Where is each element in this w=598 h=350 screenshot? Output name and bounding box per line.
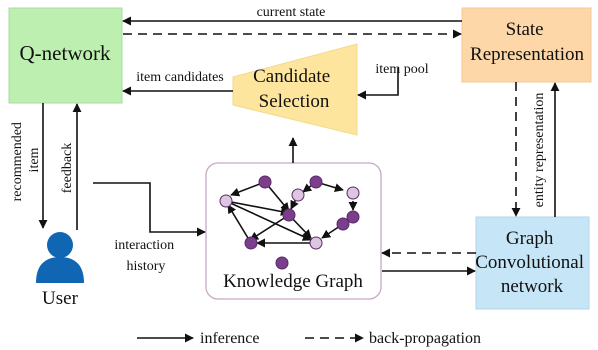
- interaction-history-arrow: [93, 182, 206, 237]
- kg-node: [258, 175, 272, 189]
- interaction-history-label: interaction history: [114, 238, 177, 274]
- q-network-box: [8, 7, 123, 104]
- state-representation-label: State Representation: [470, 19, 584, 65]
- feedback-label: feedback: [60, 143, 75, 194]
- kg-node: [291, 188, 305, 202]
- gcn-label: Graph Convolutional network: [475, 228, 588, 297]
- kg-node: [244, 236, 258, 250]
- user-label: User: [42, 288, 79, 309]
- candidate-selection-trapezoid: [232, 43, 358, 136]
- kg-node: [275, 256, 289, 270]
- kg-node: [282, 208, 296, 222]
- item-pool-arrow: [357, 68, 399, 100]
- kg-node: [219, 194, 233, 208]
- kg-node: [346, 186, 360, 200]
- legend-backprop-label: back-propagation: [369, 330, 481, 347]
- legend: inference back-propagation: [137, 330, 481, 347]
- kg-node: [336, 217, 350, 231]
- knowledge-graph-nodes: [219, 175, 360, 270]
- kg-node: [309, 236, 323, 250]
- knowledge-graph-label: Knowledge Graph: [223, 271, 363, 292]
- recommended-item-label: recommended item: [10, 119, 42, 202]
- item-pool-label: item pool: [375, 62, 428, 77]
- q-network-label: Q-network: [20, 41, 111, 65]
- state-representation-box: [461, 7, 592, 83]
- user-silhouette-icon: [36, 232, 84, 283]
- kg-node: [309, 175, 323, 189]
- item-candidates-label: item candidates: [136, 70, 223, 85]
- entity-representation-label: entity representation: [532, 93, 547, 208]
- candidate-selection-label: Candidate Selection: [253, 66, 335, 112]
- legend-inference-label: inference: [200, 330, 260, 347]
- current-state-label: current state: [257, 5, 326, 20]
- gcn-box: [475, 216, 590, 310]
- kg-node: [346, 210, 360, 224]
